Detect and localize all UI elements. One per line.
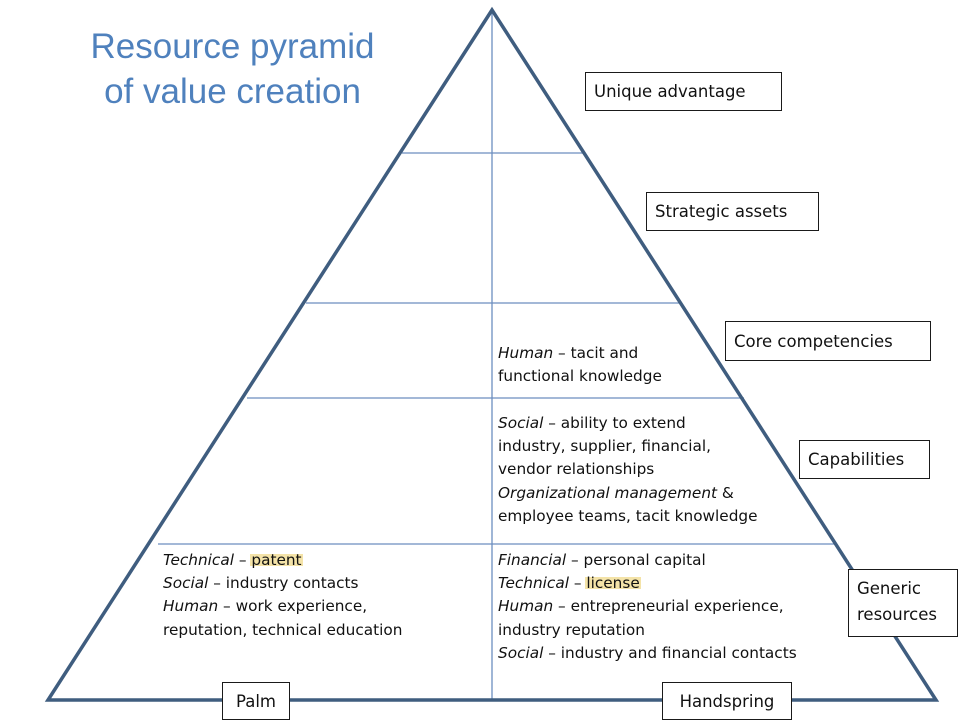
handspring-resource-social: Social – industry and financial contacts <box>498 643 797 662</box>
handspring-core-human: Human – tacit and <box>498 344 639 362</box>
company-label-palm: Palm <box>222 682 290 720</box>
handspring-cap-organizational-continued: employee teams, tacit knowledge <box>498 506 758 525</box>
level-label-unique-advantage: Unique advantage <box>585 72 782 111</box>
generic-resources-line-2: resources <box>857 605 937 624</box>
palm-resource-technical: Technical – patent <box>163 551 302 569</box>
handspring-cap-social-continued-2: vendor relationships <box>498 460 655 479</box>
handspring-core-human-continued: functional knowledge <box>498 367 662 386</box>
level-label-generic-resources: Generic resources <box>848 569 958 637</box>
handspring-resource-technical: Technical – license <box>498 574 640 593</box>
pyramid-outline <box>44 6 940 702</box>
level-label-core-competencies: Core competencies <box>725 321 931 361</box>
palm-resource-social: Social – industry contacts <box>163 574 359 593</box>
handspring-generic-resources: Financial – personal capital Technical –… <box>498 549 797 665</box>
level-label-strategic-assets: Strategic assets <box>646 192 819 231</box>
highlight-license: license <box>586 574 640 593</box>
palm-resource-human: Human – work experience, <box>163 597 368 616</box>
handspring-core-competencies: Human – tacit and functional knowledge <box>498 342 662 388</box>
handspring-resource-financial: Financial – personal capital <box>498 551 706 569</box>
title-line-2: of value creation <box>104 72 361 111</box>
palm-generic-resources: Technical – patent Social – industry con… <box>163 549 402 642</box>
palm-resource-human-continued: reputation, technical education <box>163 620 403 639</box>
level-label-capabilities: Capabilities <box>799 440 930 479</box>
company-label-handspring: Handspring <box>662 682 792 720</box>
handspring-cap-social: Social – ability to extend <box>498 414 686 432</box>
diagram-title: Resource pyramid of value creation <box>60 24 405 114</box>
handspring-resource-human-continued: industry reputation <box>498 620 645 639</box>
title-line-1: Resource pyramid <box>90 27 375 66</box>
handspring-capabilities: Social – ability to extend industry, sup… <box>498 412 758 528</box>
handspring-cap-organizational: Organizational management & <box>498 483 734 502</box>
highlight-patent: patent <box>251 551 302 569</box>
handspring-cap-social-continued-1: industry, supplier, financial, <box>498 437 711 456</box>
generic-resources-line-1: Generic <box>857 579 921 598</box>
handspring-resource-human: Human – entrepreneurial experience, <box>498 597 784 616</box>
